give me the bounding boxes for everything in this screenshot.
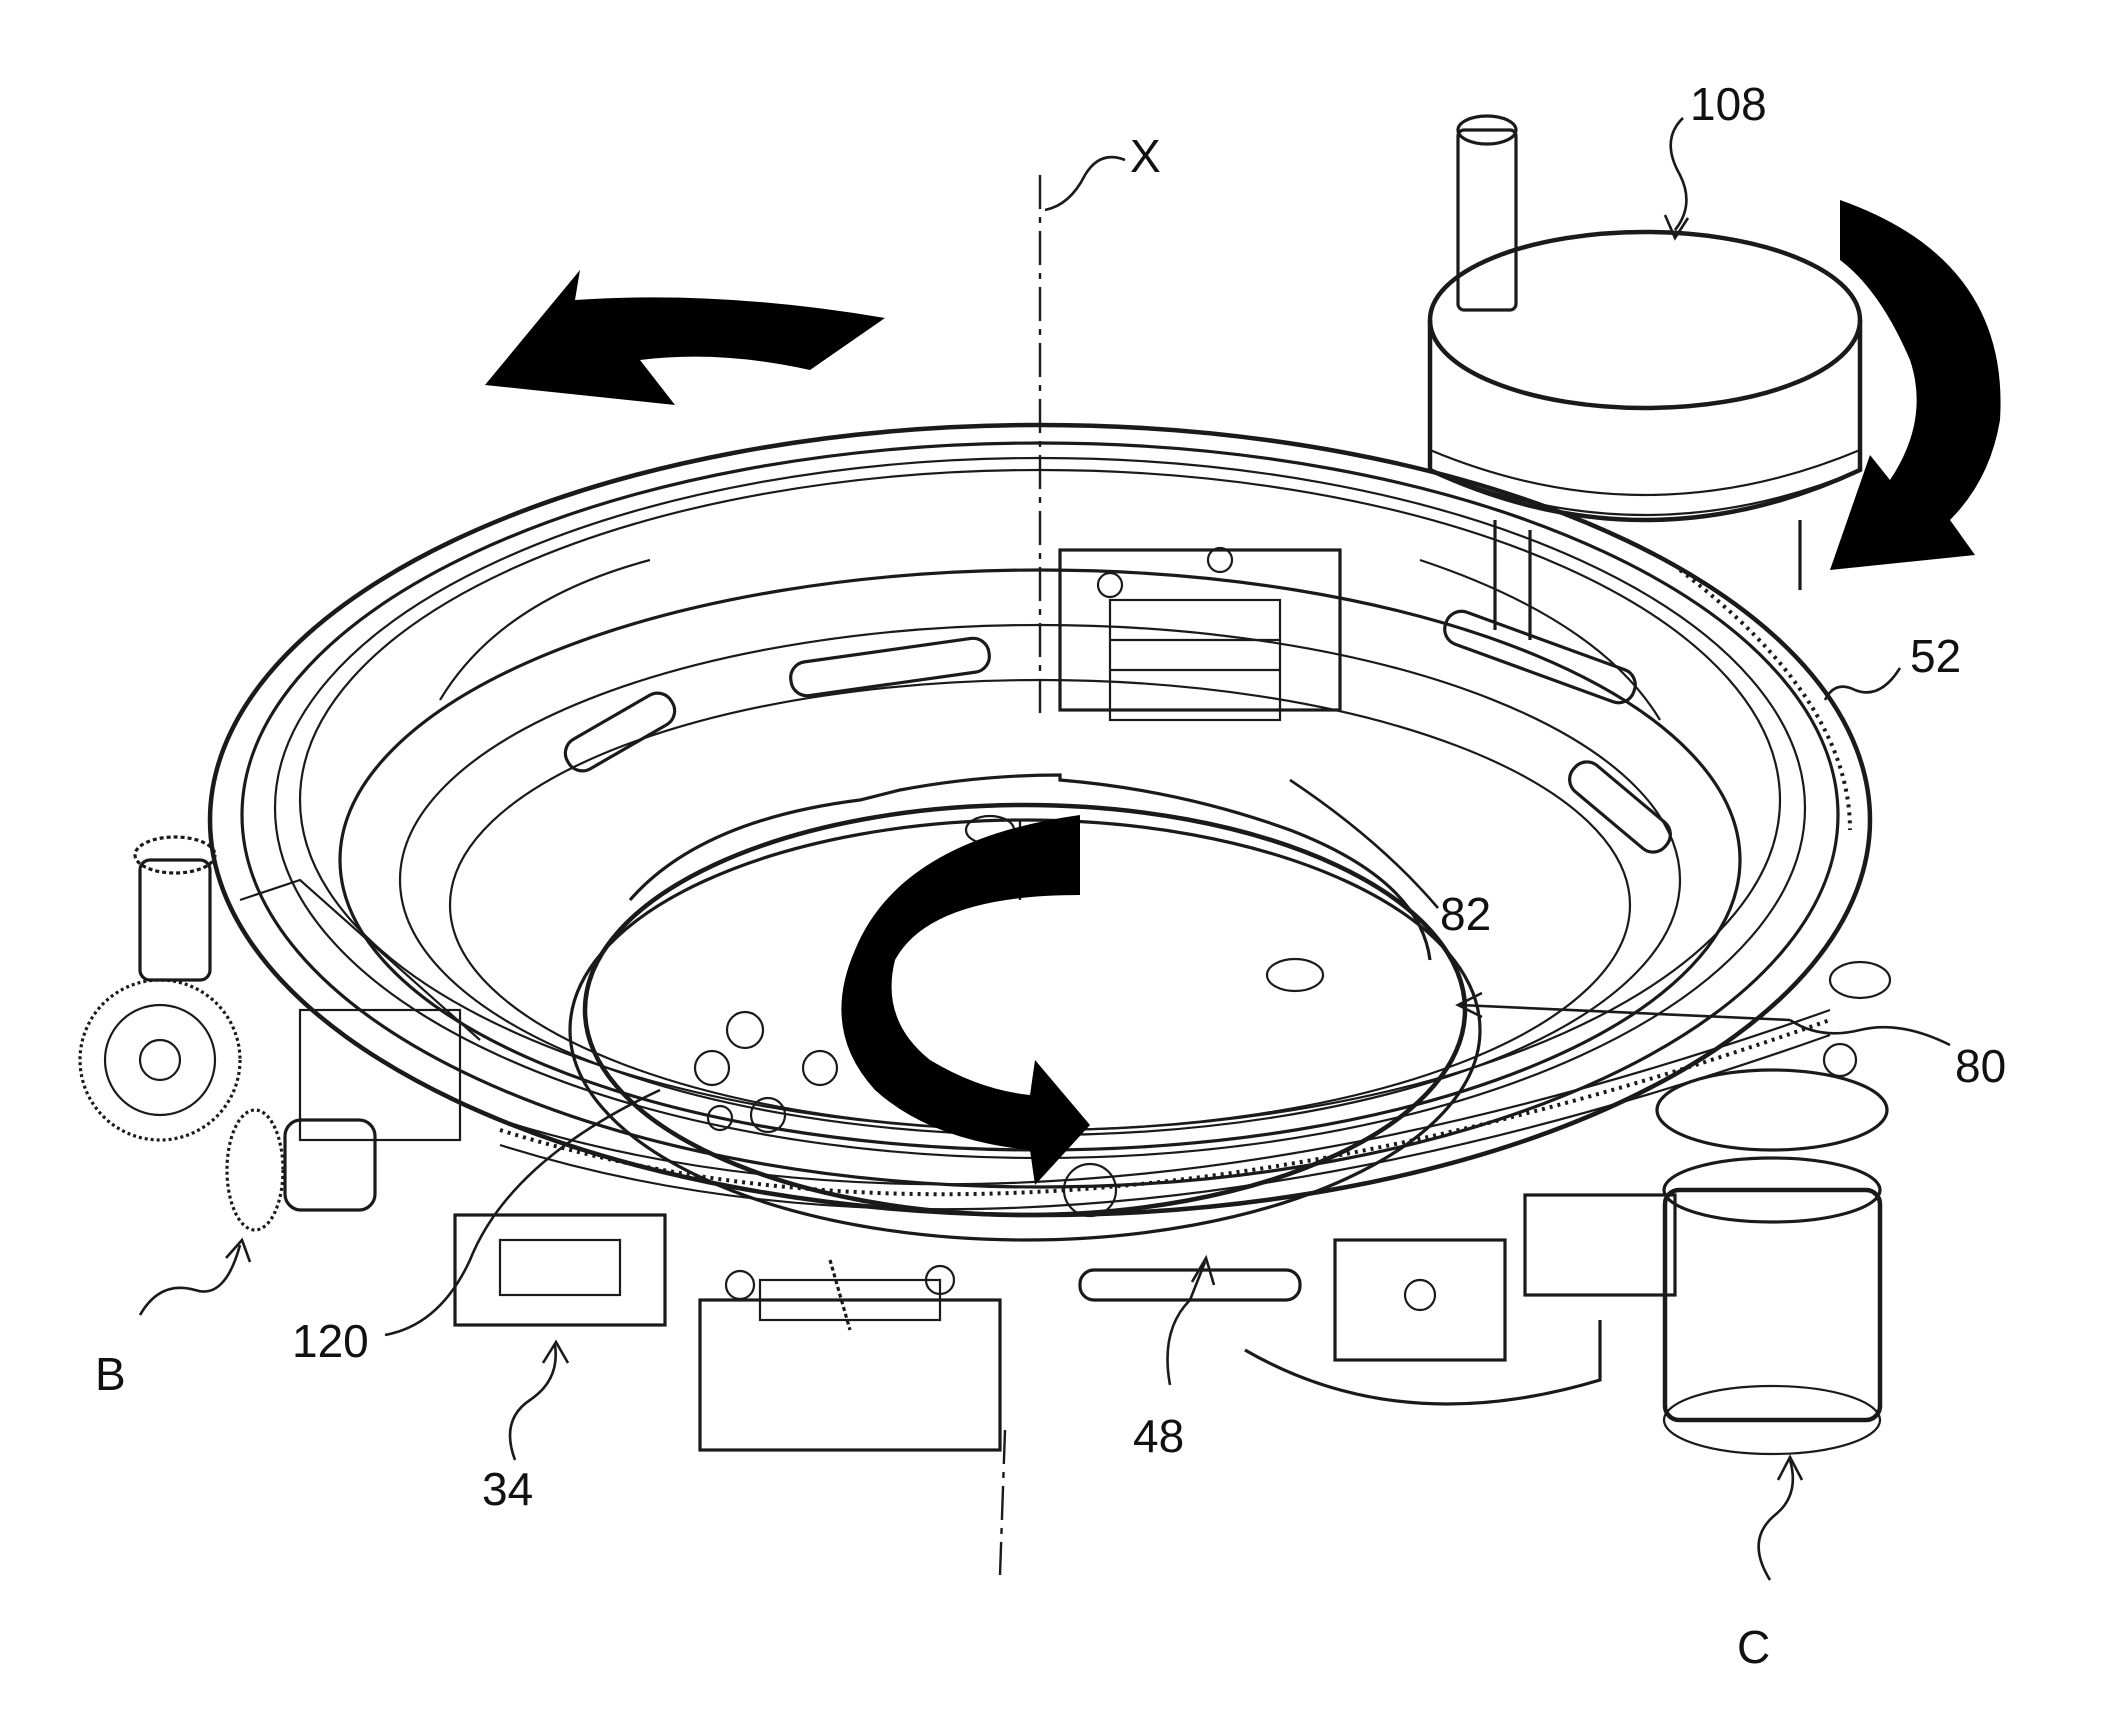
- leader-52: [1825, 668, 1900, 700]
- label-x: X: [1130, 130, 1161, 182]
- label-48: 48: [1133, 1410, 1184, 1462]
- lower-right-motor-c: [1245, 962, 1890, 1454]
- lower-blocks-34: [455, 1215, 1000, 1450]
- arrow-right-rotation: [1830, 200, 2001, 570]
- label-52: 52: [1910, 630, 1961, 682]
- label-108: 108: [1690, 78, 1767, 130]
- gear-assembly-b: [80, 837, 480, 1230]
- label-80: 80: [1955, 1040, 2006, 1092]
- leader-c: [1759, 1460, 1793, 1580]
- label-82: 82: [1440, 888, 1491, 940]
- leader-b: [140, 1245, 240, 1315]
- label-120: 120: [292, 1315, 369, 1367]
- label-b: B: [95, 1348, 126, 1400]
- leader-x: [1045, 157, 1125, 210]
- leader-48: [1168, 1262, 1206, 1385]
- label-34: 34: [482, 1463, 533, 1515]
- leader-108: [1671, 118, 1687, 230]
- label-c: C: [1737, 1621, 1770, 1673]
- arrow-left-rotation: [485, 270, 885, 405]
- rotation-arrows: [485, 200, 2001, 1185]
- leader-34: [510, 1345, 556, 1460]
- arrow-center-rotation: [841, 815, 1090, 1185]
- motor-108: [1430, 116, 1860, 640]
